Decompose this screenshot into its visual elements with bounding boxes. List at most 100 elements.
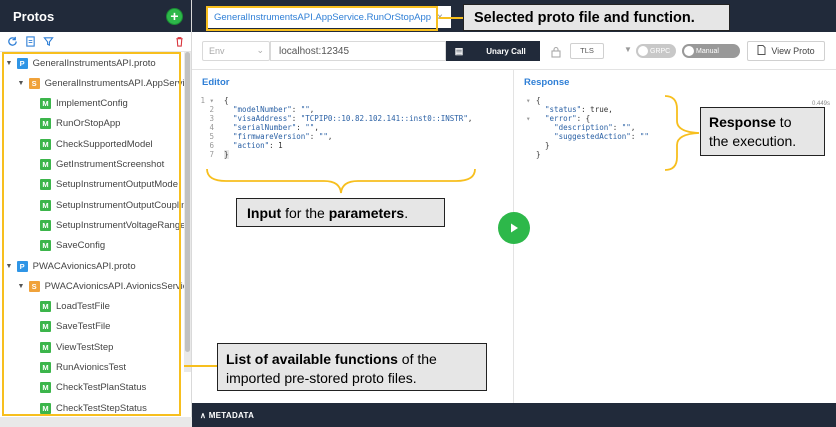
badge-method-icon: M [40,138,51,150]
grpc-toggle[interactable]: GRPC [636,44,676,58]
tree-item-label: CheckSupportedModel [56,138,153,150]
request-editor[interactable]: 1 ▾{2 "modelNumber": "",3 "visaAddress":… [200,96,472,159]
code-line: 1 ▾{ [200,96,229,105]
badge-method-icon: M [40,98,51,110]
metadata-label: METADATA [208,411,255,420]
input-brace [206,168,476,194]
response-viewer: ▾{ "status": true,▾ "error": { "descript… [526,96,649,159]
code-line: "status": true, [545,105,613,114]
tree-service-item[interactable]: ▼ S GeneralInstrumentsAPI.AppService [16,74,184,92]
document-icon [757,45,766,57]
code-line: 7} [209,150,229,159]
env-placeholder: Env [209,46,225,56]
tree-method-item[interactable]: M CheckTestPlanStatus [40,379,146,397]
annotation-input-end: . [404,205,409,221]
expand-arrow-icon[interactable]: ▼ [17,79,25,87]
expand-arrow-icon[interactable]: ▼ [17,282,25,290]
chevron-down-icon: ⌄ [256,45,264,55]
tree-method-item[interactable]: M CheckSupportedModel [40,135,153,153]
badge-method-icon: M [40,179,51,191]
badge-method-icon: M [40,199,51,211]
code-line: } [536,150,541,159]
lock-icon[interactable] [550,45,564,58]
add-proto-button[interactable]: + [166,7,183,25]
tree-item-label: SetupInstrumentOutputMode [56,179,178,191]
sidebar-scrollbar[interactable] [184,52,191,372]
env-select[interactable]: Env ⌄ [202,41,270,61]
tree-item-label: LoadTestFile [56,301,110,313]
code-line: "description": "", [554,123,636,132]
metadata-bar[interactable]: ∧ METADATA [192,403,836,427]
tree-item-label: RunOrStopApp [56,118,121,130]
tree-proto-file[interactable]: ▼ P GeneralInstrumentsAPI.proto [4,54,156,72]
call-type-button[interactable]: ▤ Unary Call [446,41,540,61]
tree-item-label: ImplementConfig [56,98,128,110]
badge-method-icon: M [40,118,51,130]
filter-icon[interactable] [42,36,54,48]
badge-method-icon: M [40,382,51,394]
code-line: 4 "serialNumber": "", [209,123,319,132]
code-line: ▾ "error": { [526,114,591,123]
tls-button[interactable]: TLS [570,43,604,59]
import-file-icon[interactable] [24,36,36,48]
sidebar-toolbar [0,32,191,52]
view-proto-button[interactable]: View Proto [747,41,825,61]
annotation-function-list: List of available functions of the impor… [217,343,487,391]
proto-tree: ▼ P GeneralInstrumentsAPI.proto ▼ S General… [0,52,184,417]
editor-title: Editor [202,77,230,88]
tree-method-item[interactable]: M ImplementConfig [40,95,128,113]
tree-item-label: GeneralInstrumentsAPI.proto [32,57,156,69]
code-line: "suggestedAction": "" [554,132,649,141]
tree-method-item[interactable]: M SetupInstrumentOutputMode [40,176,178,194]
run-button[interactable] [498,212,530,244]
annotation-response: Response to the execution. [700,107,825,156]
annotation-list-rest1: of the [397,351,437,367]
annotation-selected-proto: Selected proto file and function. [463,4,730,31]
tree-item-label: CheckTestPlanStatus [56,382,147,394]
badge-method-icon: M [40,301,51,313]
call-type-label: Unary Call [486,46,526,56]
editor-pane: Editor 1 ▾{2 "modelNumber": "",3 "visaAd… [192,70,514,403]
server-address-input[interactable]: localhost:12345 [270,41,446,61]
badge-method-icon: M [40,219,51,231]
code-line: 3 "visaAddress": "TCPIP0::10.82.102.141:… [209,114,473,123]
annotation-list-bold: List of available functions [226,351,398,367]
list-icon: ▤ [454,45,464,56]
grpc-toggle-label: GRPC [650,47,671,55]
tree-item-label: GeneralInstrumentsAPI.AppService [44,77,184,89]
code-line: 6 "action": 1 [209,141,283,150]
request-bar: Env ⌄ localhost:12345 ▤ Unary Call TLS ▼… [192,32,836,70]
code-line: ▾{ [526,96,541,105]
manual-toggle-label: Manual [696,47,719,55]
sidebar-horizontal-scrollbar[interactable] [0,417,192,427]
badge-file-icon: P [16,57,28,69]
annotation-input-mid: for the [281,205,329,221]
tab-label: GeneralInstrumentsAPI.AppService.RunOrSt… [214,11,432,23]
code-line: } [536,141,550,150]
expand-arrow-icon[interactable]: ▼ [5,262,13,270]
response-brace [664,95,700,171]
chevron-up-icon: ∧ [200,411,207,420]
annotation-response-bold: Response [709,114,776,130]
tree-method-item[interactable]: M LoadTestFile [40,298,110,316]
tree-method-item[interactable]: M RunOrStopApp [40,115,120,133]
expand-arrow-icon[interactable]: ▼ [5,59,13,67]
reload-icon[interactable] [6,36,18,48]
response-title: Response [524,77,570,88]
delete-icon[interactable] [173,36,185,48]
badge-service-icon: S [28,77,40,89]
caret-down-icon[interactable]: ▼ [624,45,632,54]
manual-toggle[interactable]: Manual [682,44,740,58]
tree-item-label: CheckTestStepStatus [56,402,147,414]
badge-method-icon: M [40,341,51,353]
